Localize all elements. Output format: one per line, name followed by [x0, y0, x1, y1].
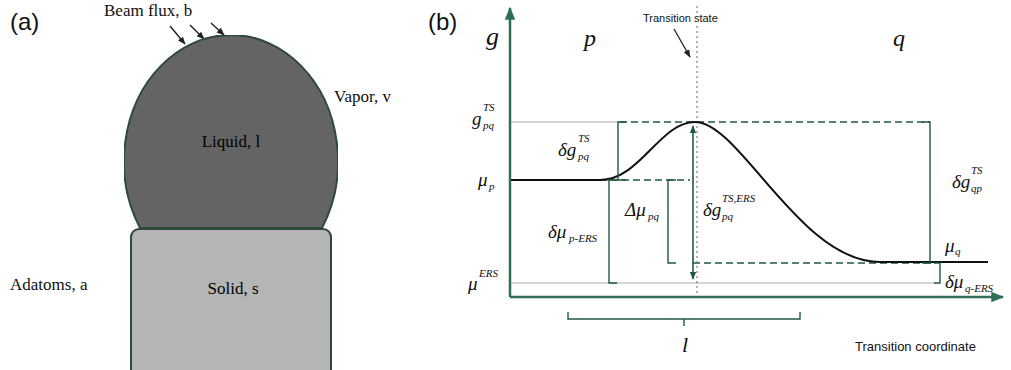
flux-arrow — [170, 26, 185, 44]
state-label: p — [584, 26, 596, 50]
subscript: qp — [971, 183, 982, 194]
energy-symbol: δμ — [548, 222, 566, 241]
level-line — [511, 122, 620, 123]
solid-pillar: Solid, s — [130, 228, 332, 370]
double-arrow — [692, 126, 694, 279]
panel-label: (b) — [428, 10, 457, 34]
subscript: p — [489, 181, 495, 192]
y-axis — [509, 8, 512, 297]
dimension-bracket — [609, 180, 617, 283]
superscript: TS — [483, 102, 495, 113]
flux-arrow — [190, 25, 204, 39]
energy-symbol: μ — [478, 170, 488, 189]
superscript: TS,ERS — [722, 193, 755, 204]
subscript: pq — [578, 151, 589, 162]
axis-label: g — [486, 24, 499, 50]
droplet-shape — [124, 35, 338, 228]
flux-arrow — [211, 23, 224, 35]
panel-label: (a) — [10, 10, 39, 34]
superscript: TS — [971, 165, 983, 176]
level-line — [511, 283, 936, 284]
superscript: ERS — [479, 268, 498, 279]
energy-symbol: g — [472, 109, 482, 128]
subscript: q-ERS — [965, 283, 993, 294]
subscript: pq — [722, 211, 733, 222]
energy-symbol: μ — [945, 236, 955, 255]
dimension-bracket — [922, 122, 930, 263]
energy-symbol: δg — [952, 172, 970, 191]
state-label: q — [893, 26, 905, 50]
energy-symbol: δμ — [945, 272, 963, 291]
node-label: Liquid, l — [202, 133, 261, 150]
pointer-arrow — [674, 29, 690, 57]
axis-label: Transition coordinate — [855, 340, 976, 353]
energy-symbol: δg — [703, 200, 721, 219]
range-bracket — [568, 312, 800, 326]
dashed-level — [620, 121, 930, 123]
dimension-bracket — [668, 180, 676, 263]
dimension-bracket — [934, 263, 940, 283]
node-label: Solid, s — [207, 280, 258, 297]
subscript: p-ERS — [569, 233, 597, 244]
energy-symbol: δg — [558, 140, 576, 159]
region-label: Vapor, v — [334, 88, 391, 105]
superscript: TS — [578, 133, 590, 144]
energy-symbol: Δμ — [625, 200, 646, 219]
annotation: Transition state — [641, 13, 720, 24]
transition-line — [697, 6, 698, 296]
flux-label: Beam flux, b — [104, 2, 192, 19]
energy-curve — [511, 122, 988, 262]
region-label: Adatoms, a — [10, 276, 87, 293]
x-axis — [510, 296, 1003, 299]
range-label: l — [682, 334, 688, 356]
subscript: q — [955, 246, 961, 257]
subscript: pq — [648, 211, 659, 222]
dimension-bracket — [618, 122, 626, 180]
subscript: pq — [483, 120, 494, 131]
liquid-droplet: Liquid, l — [124, 35, 338, 230]
energy-symbol: μ — [468, 274, 478, 293]
